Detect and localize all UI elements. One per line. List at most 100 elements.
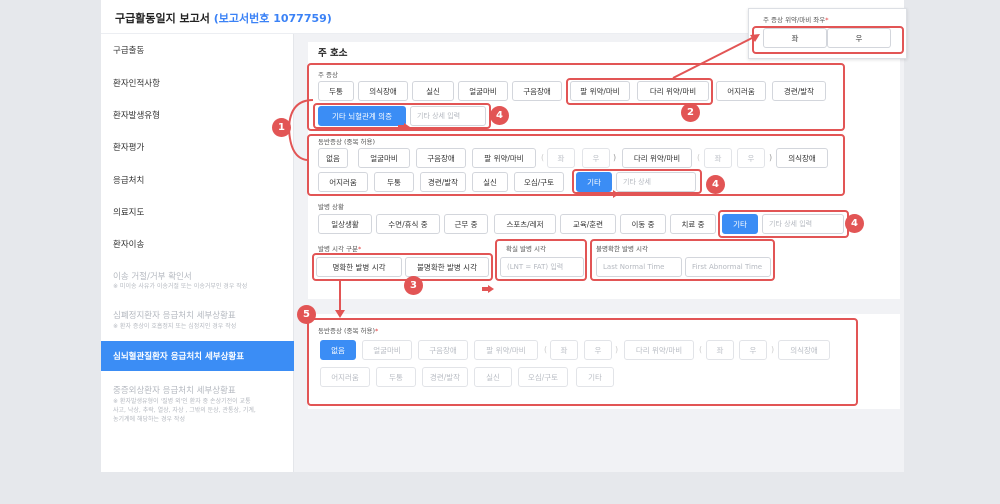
- accompany-option-dizziness[interactable]: 어지러움: [318, 172, 368, 192]
- report-title: 구급활동일지 보고서: [115, 12, 210, 25]
- popup-left-button[interactable]: 좌: [763, 28, 827, 48]
- first-abnormal-time-input[interactable]: First Abnormal Time: [685, 257, 771, 277]
- badge-1: 1: [272, 118, 291, 137]
- last-normal-time-input[interactable]: Last Normal Time: [596, 257, 682, 277]
- accompany-arm-right[interactable]: 우: [582, 148, 610, 168]
- report-number: (보고서번호 1077759): [213, 12, 332, 25]
- onset-option-work[interactable]: 근무 중: [444, 214, 488, 234]
- sidebar-item-assessment[interactable]: 환자평가: [113, 143, 145, 153]
- badge-3: 3: [404, 276, 423, 295]
- accompany-option-nausea[interactable]: 오심/구토: [514, 172, 564, 192]
- sidebar-item-refusal[interactable]: 이송 거절/거부 확인서: [113, 272, 192, 282]
- chief-option-consciousness[interactable]: 의식장애: [358, 81, 408, 101]
- chief-option-leg-weakness[interactable]: 다리 위약/마비: [637, 81, 709, 101]
- onset-time-label: 발병 시각 구분*: [318, 243, 361, 253]
- accompany2-option-none[interactable]: 없음: [320, 340, 356, 360]
- accompany2-option-leg-weakness[interactable]: 다리 위약/마비: [624, 340, 694, 360]
- unclear-onset-label: 불명확한 발병 시각: [596, 245, 648, 253]
- side-selection-popup: 주 증상 위약/마비 좌우* 좌 우: [748, 8, 907, 59]
- accompany2-option-dysarthria[interactable]: 구음장애: [418, 340, 468, 360]
- accompany2-option-consciousness[interactable]: 의식장애: [778, 340, 830, 360]
- sidebar-item-dispatch[interactable]: 구급출동: [113, 46, 145, 56]
- badge-4: 4: [845, 214, 864, 233]
- onset-option-other[interactable]: 기타: [722, 214, 758, 234]
- chief-option-syncope[interactable]: 실신: [412, 81, 454, 101]
- arrowhead-5: [335, 310, 345, 318]
- sidebar-item-medical-guidance[interactable]: 의료지도: [113, 208, 145, 218]
- chief-option-dysarthria[interactable]: 구음장애: [512, 81, 562, 101]
- accompany-option-syncope[interactable]: 실신: [472, 172, 508, 192]
- required-mark: *: [358, 245, 362, 253]
- chief-option-other-cerebrovascular[interactable]: 기타 뇌혈관계 의증: [318, 106, 406, 126]
- badge-5: 5: [297, 305, 316, 324]
- clear-onset-input[interactable]: (LNT = FAT) 입력: [500, 257, 584, 277]
- accompany-option-none[interactable]: 없음: [318, 148, 348, 168]
- onset-option-daily-life[interactable]: 일상생활: [318, 214, 372, 234]
- annotation-box-popup: [752, 26, 904, 54]
- onset-time-clear-button[interactable]: 명확한 발병 시각: [316, 257, 402, 277]
- chief-symptom-label: 주 증상: [318, 71, 339, 79]
- accompany2-option-headache[interactable]: 두통: [376, 367, 416, 387]
- onset-time-unclear-button[interactable]: 불명확한 발병 시각: [405, 257, 489, 277]
- accompany-option-seizure[interactable]: 경련/발작: [420, 172, 466, 192]
- accompany-option-headache[interactable]: 두통: [374, 172, 414, 192]
- accompany-other-detail-input[interactable]: 기타 상세: [616, 172, 696, 192]
- chief-option-seizure[interactable]: 경련/발작: [772, 81, 826, 101]
- chief-other-detail-input[interactable]: 기타 상세 입력: [410, 106, 486, 126]
- accompany2-leg-left[interactable]: 좌: [706, 340, 734, 360]
- sidebar-item-transport[interactable]: 환자이송: [113, 240, 145, 250]
- small-arrow-body: [482, 287, 488, 291]
- popup-label-text: 주 증상 위약/마비 좌우: [763, 16, 826, 24]
- sidebar-item-cerebrovascular[interactable]: 심뇌혈관질환자 응급처치 세부상황표: [101, 341, 294, 371]
- sidebar-item-treatment[interactable]: 응급처치: [113, 176, 145, 186]
- small-arrow-body: [607, 192, 613, 196]
- accompany-option-facial-palsy[interactable]: 얼굴마비: [358, 148, 410, 168]
- annotation-box-unclear-onset: [590, 239, 775, 281]
- onset-option-training[interactable]: 교육/훈련: [560, 214, 616, 234]
- chief-option-arm-weakness[interactable]: 팔 위약/마비: [570, 81, 630, 101]
- accompany-leg-right[interactable]: 우: [737, 148, 765, 168]
- popup-right-button[interactable]: 우: [827, 28, 891, 48]
- onset-option-sleep[interactable]: 수면/휴식 중: [376, 214, 440, 234]
- annotation-box-chief: [307, 63, 845, 131]
- connector-1-down: [288, 127, 308, 161]
- sidebar-item-cardiac-arrest[interactable]: 심폐정지환자 응급처치 세부상황표: [113, 311, 236, 321]
- connector-1-up: [288, 99, 314, 129]
- annotation-box-clear-onset: [495, 239, 587, 281]
- accompany2-option-other[interactable]: 기타: [576, 367, 614, 387]
- chief-option-dizziness[interactable]: 어지러움: [716, 81, 766, 101]
- chief-option-headache[interactable]: 두통: [318, 81, 354, 101]
- sidebar-item-patient-info[interactable]: 환자인적사항: [113, 79, 160, 89]
- small-arrow-head: [613, 190, 619, 198]
- chief-option-facial-palsy[interactable]: 얼굴마비: [458, 81, 508, 101]
- paren-open: (: [544, 345, 548, 354]
- paren-close: ): [769, 153, 773, 162]
- accompany2-arm-left[interactable]: 좌: [550, 340, 578, 360]
- connector-2: [672, 35, 757, 79]
- accompany-option-consciousness[interactable]: 의식장애: [776, 148, 828, 168]
- accompany2-option-facial-palsy[interactable]: 얼굴마비: [362, 340, 412, 360]
- accompany-option-leg-weakness[interactable]: 다리 위약/마비: [622, 148, 692, 168]
- accompany2-option-seizure[interactable]: 경련/발작: [422, 367, 468, 387]
- onset-other-detail-input[interactable]: 기타 상세 입력: [762, 214, 844, 234]
- accompany2-label-text: 동반증상 (중복 허용): [318, 327, 376, 335]
- accompany-option-arm-weakness[interactable]: 팔 위약/마비: [472, 148, 536, 168]
- sidebar-item-severe-trauma[interactable]: 중증외상환자 응급처치 세부상황표: [113, 386, 236, 396]
- onset-option-moving[interactable]: 이동 중: [620, 214, 666, 234]
- sidebar-item-incident-type[interactable]: 환자발생유형: [113, 111, 160, 121]
- accompany2-option-dizziness[interactable]: 어지러움: [320, 367, 370, 387]
- badge-4: 4: [490, 106, 509, 125]
- paren-open: (: [699, 345, 703, 354]
- onset-option-treatment[interactable]: 치료 중: [670, 214, 716, 234]
- required-mark: *: [825, 16, 829, 24]
- accompany2-arm-right[interactable]: 우: [584, 340, 612, 360]
- accompany2-option-arm-weakness[interactable]: 팔 위약/마비: [474, 340, 538, 360]
- accompany-leg-left[interactable]: 좌: [704, 148, 732, 168]
- accompany2-option-nausea[interactable]: 오심/구토: [518, 367, 568, 387]
- accompany-option-other[interactable]: 기타: [576, 172, 612, 192]
- accompany2-leg-right[interactable]: 우: [739, 340, 767, 360]
- accompany-arm-left[interactable]: 좌: [547, 148, 575, 168]
- accompany-option-dysarthria[interactable]: 구음장애: [416, 148, 466, 168]
- accompany2-option-syncope[interactable]: 실신: [474, 367, 512, 387]
- onset-option-sports[interactable]: 스포츠/레저: [494, 214, 556, 234]
